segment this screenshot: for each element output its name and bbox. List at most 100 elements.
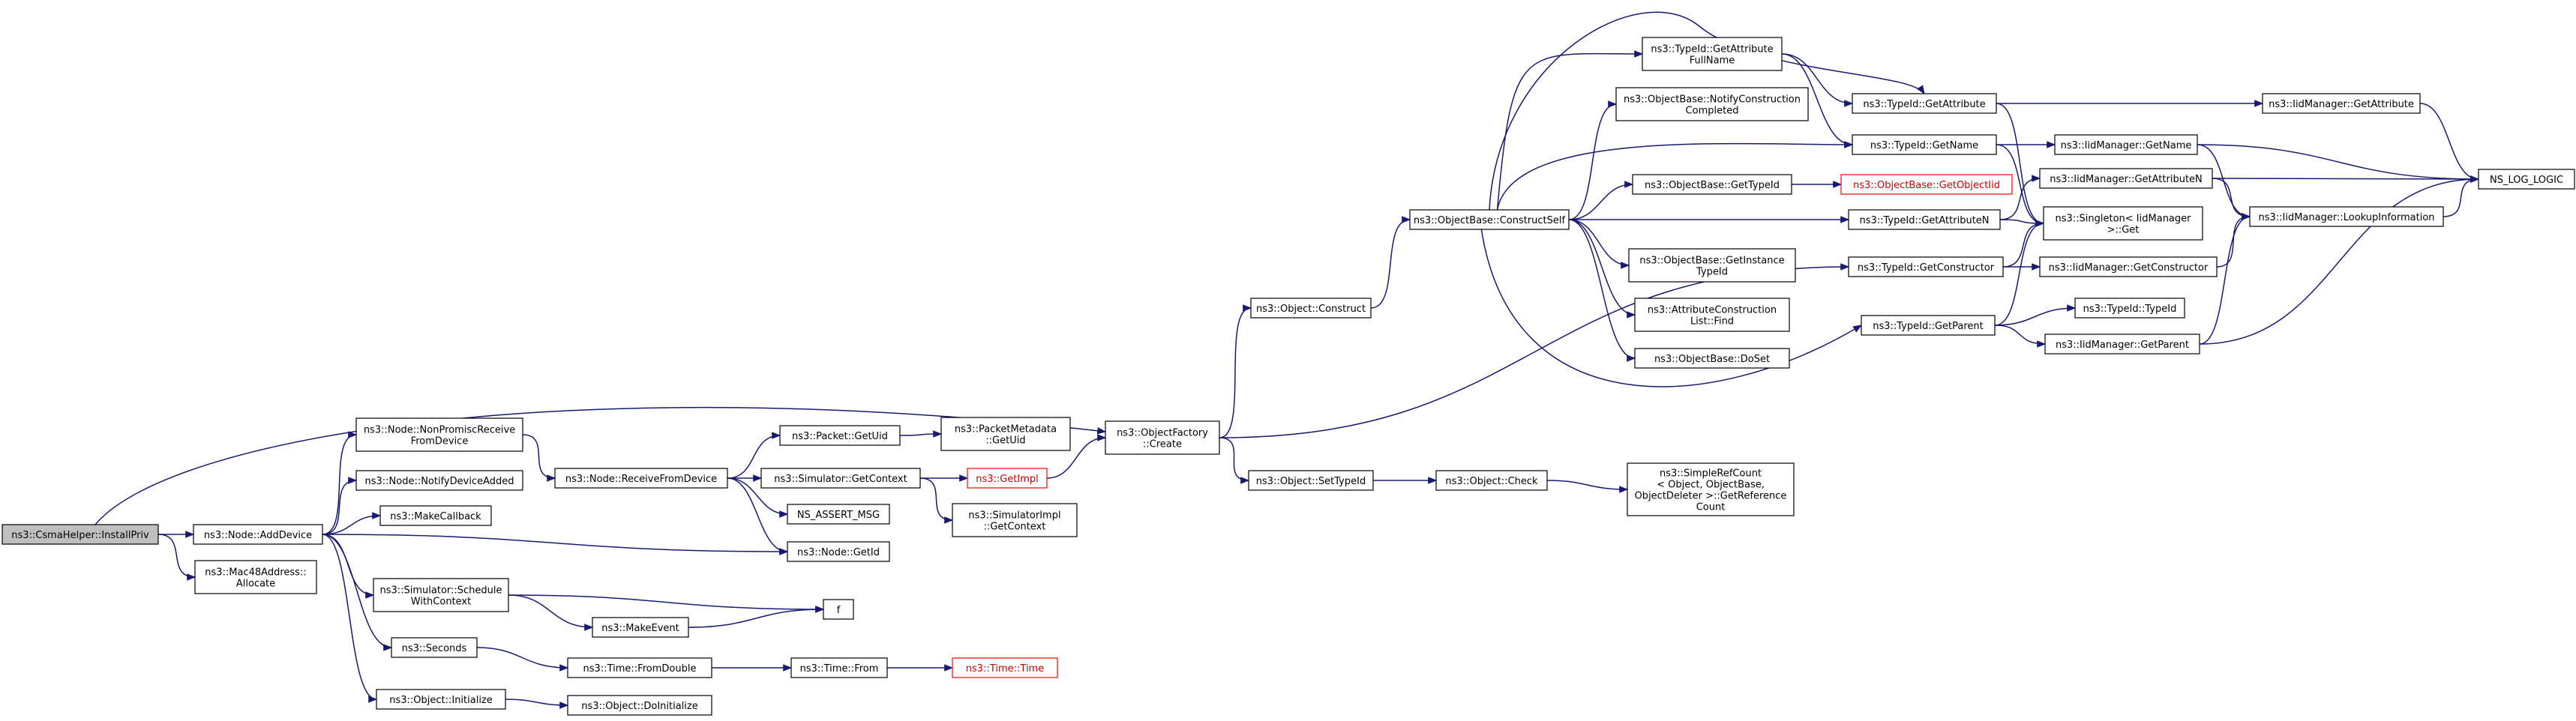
node-igetparent[interactable]: ns3::IidManager::GetParent bbox=[2044, 334, 2200, 355]
node-box bbox=[2043, 206, 2203, 241]
node-constructself[interactable]: ns3::ObjectBase::ConstructSelf bbox=[1409, 209, 1570, 230]
node-box bbox=[940, 417, 1071, 451]
node-getcontext[interactable]: ns3::Simulator::GetContext bbox=[760, 468, 921, 489]
node-tgetattrn[interactable]: ns3::TypeId::GetAttributeN bbox=[1848, 209, 2001, 230]
edge-gafullname-to-tgetname bbox=[1781, 53, 1854, 148]
node-label: ns3::IidManager::GetAttributeN bbox=[2050, 174, 2203, 185]
node-singleton[interactable]: ns3::Singleton< IidManager>::Get bbox=[2043, 206, 2203, 241]
node-pmgetuid[interactable]: ns3::PacketMetadata::GetUid bbox=[940, 417, 1071, 451]
node-seconds[interactable]: ns3::Seconds bbox=[391, 637, 478, 658]
node-label: ns3::TypeId::GetName bbox=[1870, 140, 1978, 151]
node-receivefrom[interactable]: ns3::Node::ReceiveFromDevice bbox=[554, 468, 728, 489]
node-box bbox=[1409, 209, 1570, 230]
node-lookup[interactable]: ns3::IidManager::LookupInformation bbox=[2249, 206, 2444, 227]
node-box bbox=[379, 505, 492, 526]
node-label: ns3::ObjectBase::NotifyConstruction bbox=[1624, 94, 1801, 106]
node-label: f bbox=[837, 605, 841, 616]
node-label: ns3::TypeId::GetAttribute bbox=[1651, 44, 1773, 55]
node-label: ::GetUid bbox=[985, 435, 1025, 447]
node-label: ns3::AttributeConstruction bbox=[1648, 305, 1777, 316]
node-box bbox=[1848, 256, 2004, 277]
node-box bbox=[952, 503, 1078, 537]
node-timetime[interactable]: ns3::Time::Time bbox=[952, 657, 1058, 678]
node-makeevent[interactable]: ns3::MakeEvent bbox=[592, 617, 689, 638]
node-timefrom[interactable]: ns3::Time::From bbox=[790, 657, 888, 678]
node-igetconstr[interactable]: ns3::IidManager::GetConstructor bbox=[2039, 256, 2218, 277]
node-check[interactable]: ns3::Object::Check bbox=[1435, 470, 1548, 491]
node-label: ns3::MakeCallback bbox=[390, 511, 481, 522]
node-installpriv[interactable]: ns3::CsmaHelper::InstallPriv bbox=[1, 524, 159, 545]
edge-lookup-to-nslog bbox=[2443, 175, 2480, 217]
edge-igetattrn-to-lookup bbox=[2212, 178, 2251, 220]
node-mac48[interactable]: ns3::Mac48Address::Allocate bbox=[194, 560, 317, 594]
node-notifydev[interactable]: ns3::Node::NotifyDeviceAdded bbox=[355, 470, 523, 491]
node-label: ns3::Seconds bbox=[402, 643, 467, 654]
node-label: ns3::Time::From bbox=[800, 663, 879, 675]
node-box bbox=[1861, 315, 1996, 336]
edge-constructself-to-gafullname bbox=[1496, 50, 1644, 211]
node-tgetparent[interactable]: ns3::TypeId::GetParent bbox=[1861, 315, 1996, 336]
node-settypeid[interactable]: ns3::Object::SetTypeId bbox=[1248, 470, 1374, 491]
node-box bbox=[2249, 206, 2444, 227]
node-doset[interactable]: ns3::ObjectBase::DoSet bbox=[1634, 348, 1790, 369]
node-getuid[interactable]: ns3::Packet::GetUid bbox=[779, 425, 901, 446]
edge-constructself-to-acfind bbox=[1568, 219, 1636, 319]
node-getimpl[interactable]: ns3::GetImpl bbox=[967, 468, 1048, 489]
node-label: WithContext bbox=[411, 597, 471, 608]
node-create[interactable]: ns3::ObjectFactory::Create bbox=[1105, 420, 1220, 455]
edge-constructself-to-obgettypeid bbox=[1568, 181, 1634, 220]
node-makecallback[interactable]: ns3::MakeCallback bbox=[379, 505, 492, 526]
node-ttypeid[interactable]: ns3::TypeId::TypeId bbox=[2074, 298, 2185, 319]
node-assertmsg[interactable]: NS_ASSERT_MSG bbox=[787, 504, 890, 525]
node-box bbox=[2044, 334, 2200, 355]
node-igetattr[interactable]: ns3::IidManager::GetAttribute bbox=[2262, 93, 2421, 114]
node-label: ns3::Node::NonPromiscReceive bbox=[364, 425, 515, 436]
node-label: ns3::ObjectBase::GetInstance bbox=[1639, 256, 1784, 267]
node-label: ns3::Object::Initialize bbox=[389, 695, 493, 706]
node-label: ns3::Node::ReceiveFromDevice bbox=[565, 474, 717, 485]
node-label: ns3::IidManager::GetParent bbox=[2056, 340, 2189, 351]
edge-create-to-construct bbox=[1219, 304, 1252, 438]
edge-constructself-to-doset bbox=[1568, 219, 1636, 362]
node-box bbox=[1627, 462, 1795, 516]
node-initialize[interactable]: ns3::Object::Initialize bbox=[376, 689, 506, 710]
node-tgetconstr[interactable]: ns3::TypeId::GetConstructor bbox=[1848, 256, 2004, 277]
node-label: ns3::TypeId::GetAttributeN bbox=[1859, 215, 1989, 226]
node-label: ObjectDeleter >::GetReference bbox=[1635, 491, 1787, 502]
node-igetattrn[interactable]: ns3::IidManager::GetAttributeN bbox=[2039, 168, 2213, 189]
node-igetname[interactable]: ns3::IidManager::GetName bbox=[2054, 134, 2198, 155]
node-f[interactable]: f bbox=[823, 599, 854, 620]
edge-receivefrom-to-getid bbox=[727, 477, 789, 555]
node-label: ns3::Simulator::GetContext bbox=[774, 474, 907, 485]
edge-igetname-to-nslog bbox=[2197, 144, 2480, 183]
node-fromdouble[interactable]: ns3::Time::FromDouble bbox=[567, 657, 712, 678]
node-getid[interactable]: ns3::Node::GetId bbox=[787, 541, 890, 562]
node-box bbox=[779, 425, 901, 446]
node-label: ns3::ObjectBase::ConstructSelf bbox=[1414, 215, 1566, 226]
edge-tgetconstr-to-singleton bbox=[2002, 220, 2045, 268]
node-tgetname[interactable]: ns3::TypeId::GetName bbox=[1852, 134, 1997, 155]
node-adddevice[interactable]: ns3::Node::AddDevice bbox=[193, 524, 323, 545]
node-doinit[interactable]: ns3::Object::DoInitialize bbox=[567, 695, 712, 716]
node-box bbox=[355, 417, 523, 452]
node-tgetattr[interactable]: ns3::TypeId::GetAttribute bbox=[1852, 93, 1997, 114]
node-box bbox=[1105, 420, 1220, 455]
node-obgettypeid[interactable]: ns3::ObjectBase::GetTypeId bbox=[1632, 174, 1792, 195]
node-notifyconstr[interactable]: ns3::ObjectBase::NotifyConstructionCompl… bbox=[1615, 87, 1809, 121]
edge-installpriv-to-mac48 bbox=[157, 534, 196, 581]
node-refcount[interactable]: ns3::SimpleRefCount< Object, ObjectBase,… bbox=[1627, 462, 1795, 516]
node-label: NS_ASSERT_MSG bbox=[797, 510, 880, 521]
node-construct[interactable]: ns3::Object::Construct bbox=[1250, 298, 1372, 319]
node-simimplctx[interactable]: ns3::SimulatorImpl::GetContext bbox=[952, 503, 1078, 537]
node-label: ns3::Singleton< IidManager bbox=[2055, 214, 2191, 225]
node-getobjectiid[interactable]: ns3::ObjectBase::GetObjectIid bbox=[1840, 174, 2013, 195]
node-label: ns3::ObjectBase::DoSet bbox=[1654, 354, 1770, 365]
edge-receivefrom-to-assertmsg bbox=[727, 477, 789, 518]
node-label: ::Create bbox=[1143, 439, 1182, 450]
node-nslog[interactable]: NS_LOG_LOGIC bbox=[2478, 169, 2575, 190]
